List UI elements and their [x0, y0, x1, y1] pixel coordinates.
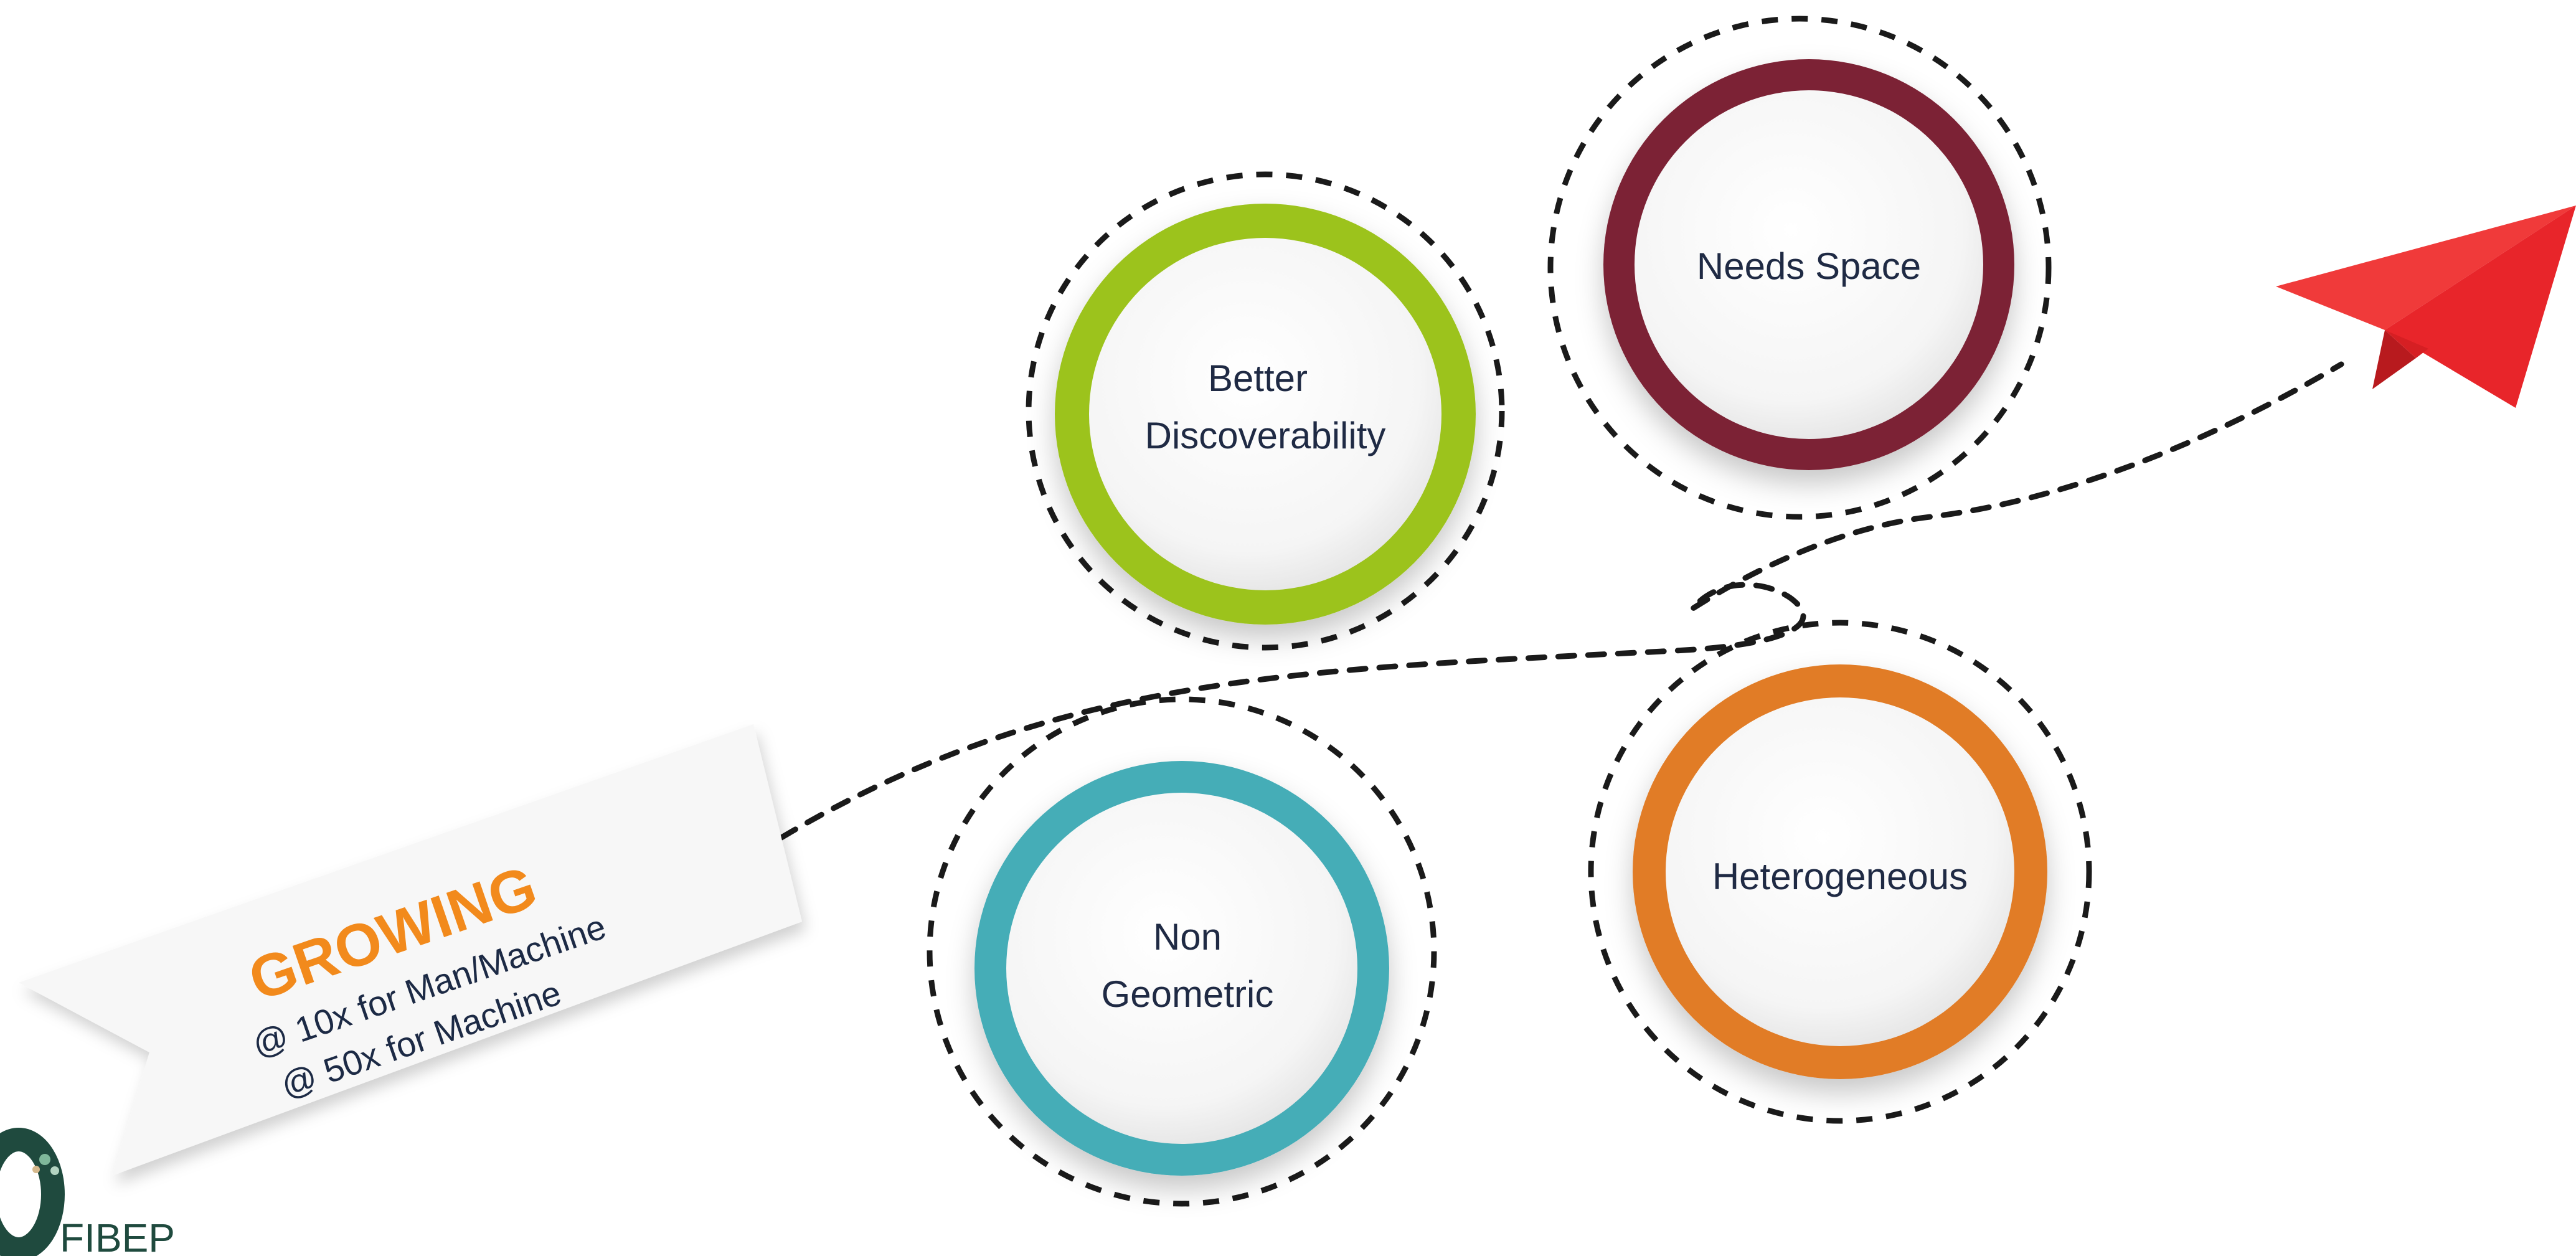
fibep-logo: FIBEP [0, 1128, 175, 1256]
flight-path [778, 361, 2344, 841]
ring-inner [1089, 238, 1441, 590]
fibep-logo-icon [0, 1128, 65, 1256]
node-label-line-1: Non [1153, 916, 1222, 958]
banner-ribbon [19, 724, 802, 1176]
paper-plane-icon [2276, 205, 2576, 408]
ring-inner [1666, 697, 2014, 1046]
growing-banner: GROWING @ 10x for Man/Machine @ 50x for … [19, 724, 802, 1176]
dashed-orbit [1588, 620, 2092, 1124]
node-label-line-2: Geometric [1102, 973, 1274, 1015]
node-heterogeneous: Heterogeneous [1588, 620, 2092, 1124]
node-label-line-1: Better [1208, 357, 1308, 399]
dashed-orbit [1026, 171, 1505, 651]
ring-inner [1635, 90, 1983, 439]
node-better-discoverability: Better Discoverability [1026, 171, 1505, 651]
logo-text: FIBEP [60, 1216, 175, 1256]
node-label-line-2: Discoverability [1145, 415, 1386, 456]
ring-inner [1006, 793, 1357, 1144]
node-non-geometric: Non Geometric [927, 696, 1437, 1207]
node-label: Heterogeneous [1712, 856, 1968, 897]
node-label: Needs Space [1697, 245, 1921, 287]
dashed-orbit [927, 696, 1437, 1207]
node-needs-space: Needs Space [1547, 16, 2052, 520]
dashed-orbit [1547, 16, 2052, 520]
